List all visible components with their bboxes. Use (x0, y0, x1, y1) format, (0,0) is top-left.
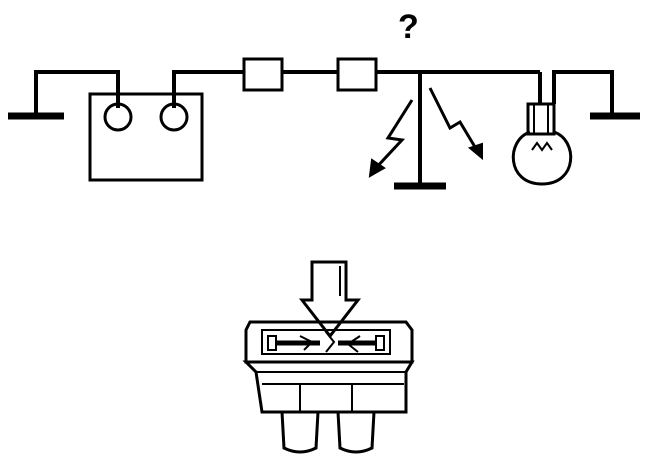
spark-left-icon (372, 99, 414, 172)
circuit-schematic (8, 57, 640, 190)
bulb-socket (526, 102, 556, 136)
bulb-filament (531, 141, 553, 152)
down-arrow-icon (298, 260, 362, 339)
fuse-box-2 (336, 57, 378, 92)
fuse-blade-right (336, 410, 376, 454)
spark-left-arrowhead (368, 158, 386, 178)
bulb-icon (511, 130, 573, 186)
question-label: ? (398, 8, 419, 46)
left-ground-wire (34, 70, 120, 116)
spark-right-icon (428, 87, 480, 153)
battery-terminal-negative (103, 102, 133, 132)
spark-right-arrowhead (467, 142, 483, 161)
fuse-blade-left (280, 410, 320, 454)
fuse-box-1 (242, 57, 284, 92)
main-wire (172, 70, 244, 108)
battery-icon (88, 92, 204, 182)
fuse-window (261, 329, 391, 355)
bulb-return-wire (552, 70, 614, 116)
blown-blade-fuse-icon (242, 260, 415, 454)
fuse-body (242, 360, 415, 414)
